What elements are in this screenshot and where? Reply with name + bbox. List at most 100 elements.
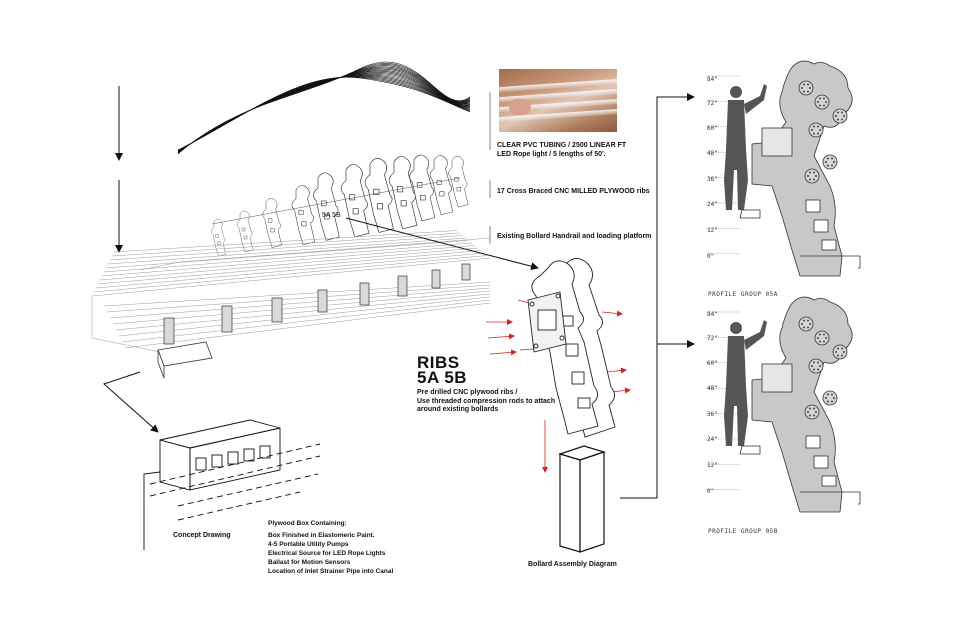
rib: [237, 210, 254, 253]
height-tick: 36": [707, 176, 718, 183]
dot: [819, 340, 821, 343]
cluster-ring: [798, 80, 814, 96]
callout-handrail: Existing Bollard Handrail and loading pl…: [497, 233, 652, 240]
bleacher-tier: [101, 245, 476, 277]
dot: [831, 400, 833, 403]
height-tick: 84": [707, 76, 718, 83]
dot: [817, 337, 819, 339]
dot-cluster: [822, 390, 838, 406]
dot: [817, 368, 819, 371]
dot: [807, 326, 809, 329]
person-head: [730, 322, 742, 334]
dot: [823, 340, 825, 343]
dot: [825, 161, 827, 163]
dot: [831, 157, 833, 160]
rib-opening: [456, 187, 461, 192]
dot: [817, 361, 819, 364]
dot: [837, 354, 839, 357]
rib: [340, 164, 370, 238]
dot-cluster: [822, 154, 838, 170]
rib: [429, 155, 454, 216]
bleacher-tier: [109, 235, 464, 261]
tube-strand: [177, 65, 471, 154]
box-contents-list: Plywood Box Containing: Box Finished in …: [268, 519, 393, 576]
tube-strand: [177, 62, 471, 154]
person-arm: [744, 84, 767, 114]
dot: [837, 347, 839, 350]
dot-cluster: [808, 122, 824, 138]
mount-plate: [761, 127, 793, 157]
tube-strand: [177, 64, 471, 154]
rib: [388, 156, 418, 230]
rib-outline: [291, 185, 316, 246]
rib-outline: [448, 155, 469, 208]
concept-caption: Concept Drawing: [173, 532, 231, 539]
rib-tag: 5A 5B: [322, 212, 341, 219]
rib: [364, 158, 394, 233]
rib-opening: [217, 241, 221, 245]
height-tick: 72": [707, 100, 718, 107]
bleacher-step: [109, 287, 491, 319]
red-arrow: [601, 310, 623, 317]
dot: [819, 104, 821, 107]
bleacher-step: [121, 299, 491, 343]
rib-opening: [373, 188, 380, 195]
person-figure: [724, 84, 767, 210]
dot: [833, 161, 835, 163]
rib-assembly: [527, 258, 616, 438]
bollard: [271, 297, 283, 323]
rib-outline: [388, 156, 418, 230]
person-arm: [744, 320, 767, 350]
dot: [809, 87, 811, 89]
bleacher-tier: [105, 240, 470, 269]
bleacher-wireframe: [91, 230, 491, 353]
cluster-ring: [798, 316, 814, 332]
rib-outline: [429, 155, 454, 216]
bleacher-bollards: [163, 263, 471, 345]
profile-connector: [620, 93, 695, 499]
dot-cluster: [832, 344, 848, 360]
dot: [817, 132, 819, 135]
cluster-ring: [832, 108, 848, 124]
rib-outline: [237, 210, 254, 253]
rib-row-baseline: [211, 177, 461, 225]
dot: [815, 411, 817, 413]
person-body: [724, 336, 748, 446]
dot: [831, 164, 833, 167]
dot: [827, 157, 829, 160]
bleacher-step: [103, 281, 491, 307]
rib: [448, 155, 469, 208]
dot: [807, 83, 809, 86]
rib-opening: [301, 221, 307, 227]
bleacher-step: [115, 293, 491, 331]
bollard: [359, 282, 370, 306]
dot: [817, 101, 819, 103]
dot: [823, 97, 825, 100]
rib-opening: [352, 208, 359, 215]
bollard-caption: Bollard Assembly Diagram: [528, 561, 617, 568]
cluster-ring: [822, 390, 838, 406]
dot: [841, 354, 843, 357]
rib: [211, 219, 226, 257]
dot: [809, 407, 811, 410]
bleacher-top: [139, 237, 491, 271]
ribs-title-line2: 5A 5B: [417, 368, 468, 387]
dot: [841, 111, 843, 114]
tube-strand: [177, 61, 471, 154]
dot: [807, 175, 809, 177]
dot: [819, 365, 821, 367]
dot-cluster: [798, 80, 814, 96]
cluster-ring: [808, 122, 824, 138]
dot: [827, 393, 829, 396]
dot: [819, 97, 821, 100]
ribs-description: Pre drilled CNC plywood ribs / Use threa…: [417, 389, 555, 415]
cluster-ring: [804, 404, 820, 420]
cluster-ring: [814, 94, 830, 110]
rib-opening: [215, 234, 219, 238]
dot-cluster: [832, 108, 848, 124]
rib-opening: [813, 219, 829, 233]
callout-ribs-count: 17 Cross Braced CNC MILLED PLYWOOD ribs: [497, 188, 650, 195]
rib-opening: [324, 213, 330, 220]
bollard: [431, 269, 441, 289]
dot: [841, 118, 843, 121]
